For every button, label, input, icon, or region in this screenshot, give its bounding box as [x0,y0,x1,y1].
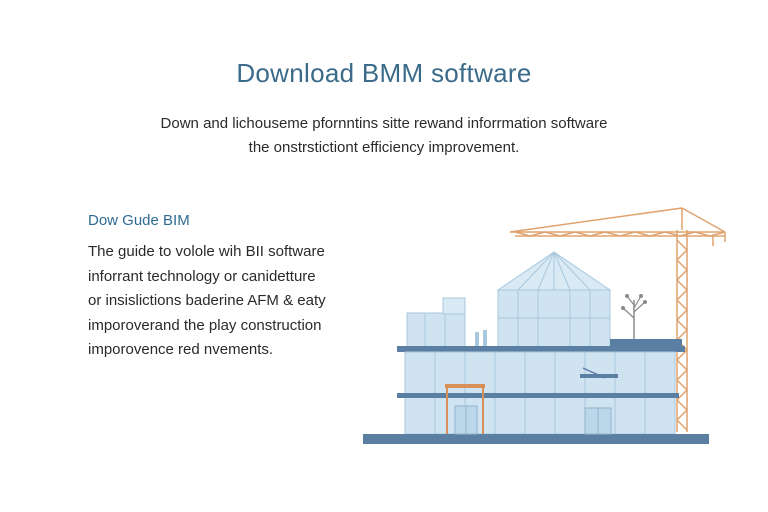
crane-icon [509,207,726,432]
guide-body: The guide to volole wih BII software inf… [88,240,388,363]
guide-line: imporovence red nvements. [88,341,274,358]
guide-heading: Dow Gude BIM [88,212,190,229]
page-subtitle: Down and lichouseme pfornntins sitte rew… [0,112,768,160]
guide-line: or insislictions baderine AFM & eaty [88,292,326,309]
guide-line: inforrant technology or canidetture [88,267,316,285]
building-icon [363,251,709,444]
guide-line: imporoverand the play construction [88,316,322,334]
subtitle-line: Down and lichouseme pfornntins sitte rew… [160,115,608,132]
guide-line: The guide to volole wih BII software [88,243,325,260]
page-title: Download BMM software [236,58,532,88]
building-crane-illustration [363,207,726,444]
subtitle-line: the onstrstictiont efficiency improvemen… [248,139,520,156]
